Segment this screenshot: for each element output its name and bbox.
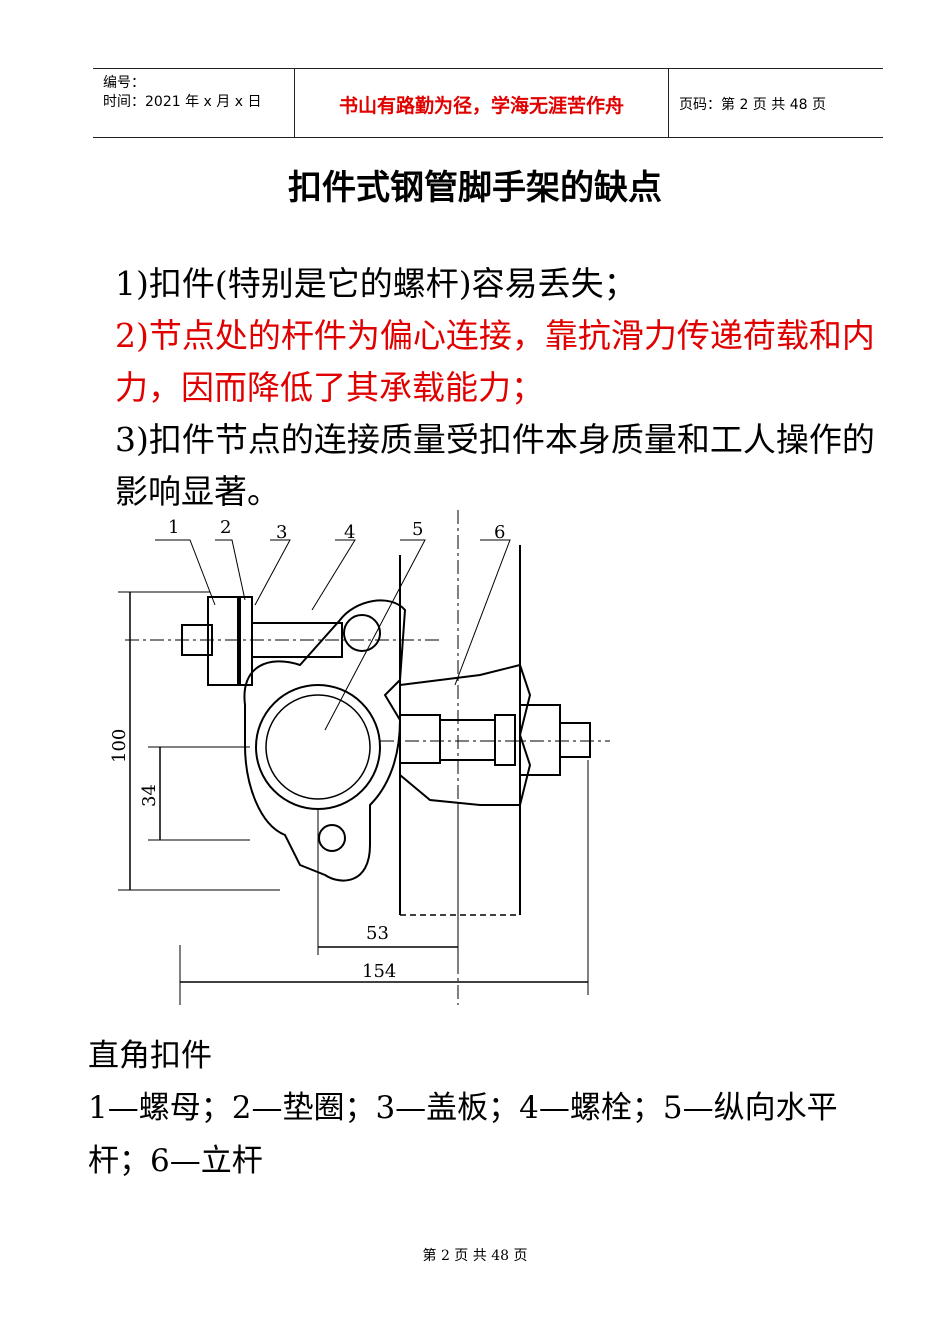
dimension-34: 34 — [139, 784, 160, 807]
point-3: 3)扣件节点的连接质量受扣件本身质量和工人操作的影响显著。 — [115, 420, 875, 511]
page-label: 页码：第 2 页 共 48 页 — [679, 97, 826, 113]
part-number-6: 6 — [494, 522, 505, 543]
dimension-154: 154 — [362, 961, 396, 982]
point-1: 1)扣件(特别是它的螺杆)容易丢失； — [115, 264, 637, 303]
page-header: 编号： 时间：2021 年 x 月 x 日 书山有路勤为径，学海无涯苦作舟 页码… — [93, 68, 883, 138]
figure-caption-legend: 1—螺母；2—垫圈；3—盖板；4—螺栓；5—纵向水平杆；6—立杆 — [88, 1090, 838, 1179]
document-title: 扣件式钢管脚手架的缺点 — [288, 168, 662, 208]
time-label: 时间：2021 年 x 月 x 日 — [103, 94, 262, 110]
dimension-100: 100 — [109, 729, 130, 763]
page-footer: 第 2 页 共 48 页 — [422, 1248, 528, 1264]
part-number-5: 5 — [412, 519, 423, 540]
coupler-drawing: 1 2 3 4 5 6 100 34 53 154 — [100, 505, 620, 1015]
motto: 书山有路勤为径，学海无涯苦作舟 — [338, 95, 624, 117]
figure-caption-title: 直角扣件 — [88, 1038, 212, 1074]
header-page-cell: 页码：第 2 页 共 48 页 — [669, 69, 883, 137]
part-number-2: 2 — [220, 517, 231, 538]
code-label: 编号： — [103, 75, 145, 91]
point-2: 2)节点处的杆件为偏心连接，靠抗滑力传递荷载和内力，因而降低了其承载能力； — [115, 316, 875, 407]
header-meta-cell: 编号： 时间：2021 年 x 月 x 日 — [93, 69, 294, 137]
part-number-1: 1 — [168, 517, 179, 538]
header-motto-cell: 书山有路勤为径，学海无涯苦作舟 — [294, 69, 669, 137]
dimension-53: 53 — [366, 923, 389, 944]
part-number-4: 4 — [344, 522, 355, 543]
part-number-3: 3 — [276, 522, 287, 543]
